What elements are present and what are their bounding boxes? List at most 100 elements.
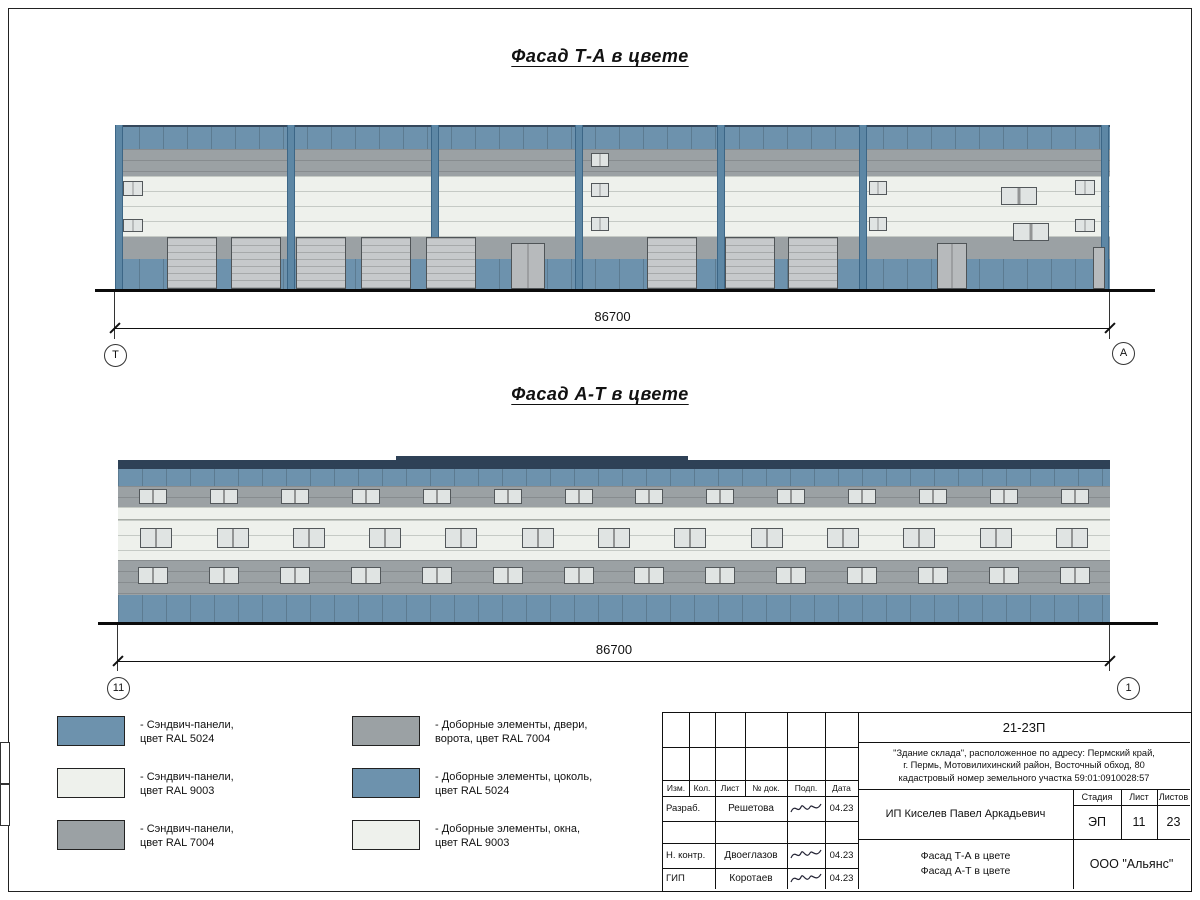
gate xyxy=(296,237,346,289)
role-label: Н. контр. xyxy=(666,850,706,861)
extension-line xyxy=(117,625,118,671)
legend-swatch xyxy=(352,820,420,850)
extension-line xyxy=(1109,292,1110,339)
role-label: Разраб. xyxy=(666,803,701,814)
axis-marker-1: 1 xyxy=(1117,677,1140,700)
window xyxy=(445,528,478,548)
window xyxy=(988,567,1019,584)
drawing-subject: Фасад Т-А в цвете Фасад А-Т в цвете xyxy=(920,850,1011,877)
parapet-step xyxy=(396,456,688,469)
window xyxy=(139,489,168,504)
gate xyxy=(788,237,838,289)
person-name: Двоеглазов xyxy=(724,850,778,861)
pilaster xyxy=(115,125,123,291)
facade-band-white xyxy=(118,507,1110,520)
gate xyxy=(426,237,476,289)
window xyxy=(138,567,169,584)
signature-icon xyxy=(790,849,822,859)
role-label: ГИП xyxy=(666,873,685,884)
signature-icon xyxy=(790,803,822,813)
window xyxy=(1075,180,1095,195)
window xyxy=(1059,567,1090,584)
window xyxy=(903,528,936,548)
dim-label-bottom: 86700 xyxy=(595,642,633,657)
window xyxy=(591,217,609,231)
window-row xyxy=(118,528,1110,548)
facade-at-title: Фасад А-Т в цвете xyxy=(511,384,689,404)
extension-line xyxy=(114,292,115,339)
window xyxy=(210,489,239,504)
window xyxy=(280,567,311,584)
window-row xyxy=(118,567,1110,584)
stage-label: Стадия xyxy=(1081,792,1113,802)
col-header: Изм. xyxy=(666,783,686,793)
row-date: 04.23 xyxy=(829,803,854,814)
project-description: "Здание склада", расположенное по адресу… xyxy=(893,747,1155,783)
sheet-value: 11 xyxy=(1132,815,1146,829)
window xyxy=(421,567,452,584)
dim-label-top: 86700 xyxy=(594,309,631,324)
axis-marker-11: 11 xyxy=(107,677,130,700)
row-date: 04.23 xyxy=(829,873,854,884)
window xyxy=(591,183,609,197)
pilaster xyxy=(287,125,295,291)
ground-line xyxy=(98,622,1158,625)
legend-swatch xyxy=(57,820,125,850)
pilaster xyxy=(859,125,867,291)
signature-icon xyxy=(790,873,822,883)
legend-swatch xyxy=(57,768,125,798)
window xyxy=(123,219,143,232)
sheets-value: 23 xyxy=(1166,815,1181,829)
window xyxy=(1001,187,1037,205)
pilaster xyxy=(575,125,583,291)
sheet-frame xyxy=(8,8,1192,892)
window xyxy=(674,528,707,548)
legend-swatch xyxy=(352,716,420,746)
ground-line xyxy=(95,289,1155,292)
window xyxy=(564,489,593,504)
window xyxy=(1075,219,1095,232)
window xyxy=(422,489,451,504)
person-name: Коротаев xyxy=(729,873,773,884)
window xyxy=(826,528,859,548)
stage-value: ЭП xyxy=(1088,815,1106,829)
col-header: № док. xyxy=(752,783,780,793)
axis-marker-t: Т xyxy=(104,344,127,367)
pilaster xyxy=(431,125,439,291)
window xyxy=(352,489,380,504)
gate xyxy=(361,237,411,289)
axis-marker-a: А xyxy=(1112,342,1135,365)
facade-band-plinth xyxy=(118,595,1110,624)
legend-label: - Сэндвич-панели, цвет RAL 7004 xyxy=(140,823,234,850)
facade-ta-title: Фасад Т-А в цвете xyxy=(511,46,689,66)
row-date: 04.23 xyxy=(829,850,854,861)
window xyxy=(869,181,887,195)
window xyxy=(598,528,630,548)
window xyxy=(750,528,783,548)
company-name: ООО "Альянс" xyxy=(1089,857,1174,871)
door xyxy=(937,243,967,289)
window xyxy=(521,528,554,548)
window xyxy=(776,567,807,584)
window xyxy=(351,567,381,584)
facade-band-blue xyxy=(118,469,1110,486)
window xyxy=(369,528,402,548)
filing-mark xyxy=(0,742,10,784)
door xyxy=(511,243,545,289)
legend-label: - Доборные элементы, окна, цвет RAL 9003 xyxy=(435,823,580,850)
legend-label: - Сэндвич-панели, цвет RAL 9003 xyxy=(140,771,234,798)
window xyxy=(706,489,735,504)
window-row xyxy=(118,489,1110,504)
pilaster xyxy=(1101,125,1109,291)
gate xyxy=(725,237,775,289)
facade-band-white xyxy=(115,176,1110,237)
window xyxy=(591,153,609,167)
col-header: Кол. xyxy=(693,783,711,793)
window xyxy=(1055,528,1088,548)
window xyxy=(209,567,240,584)
window xyxy=(140,528,173,548)
col-header: Подп. xyxy=(794,783,818,793)
facade-ta-drawing xyxy=(115,125,1110,291)
window xyxy=(1060,489,1089,504)
dimension-line xyxy=(115,328,1110,330)
